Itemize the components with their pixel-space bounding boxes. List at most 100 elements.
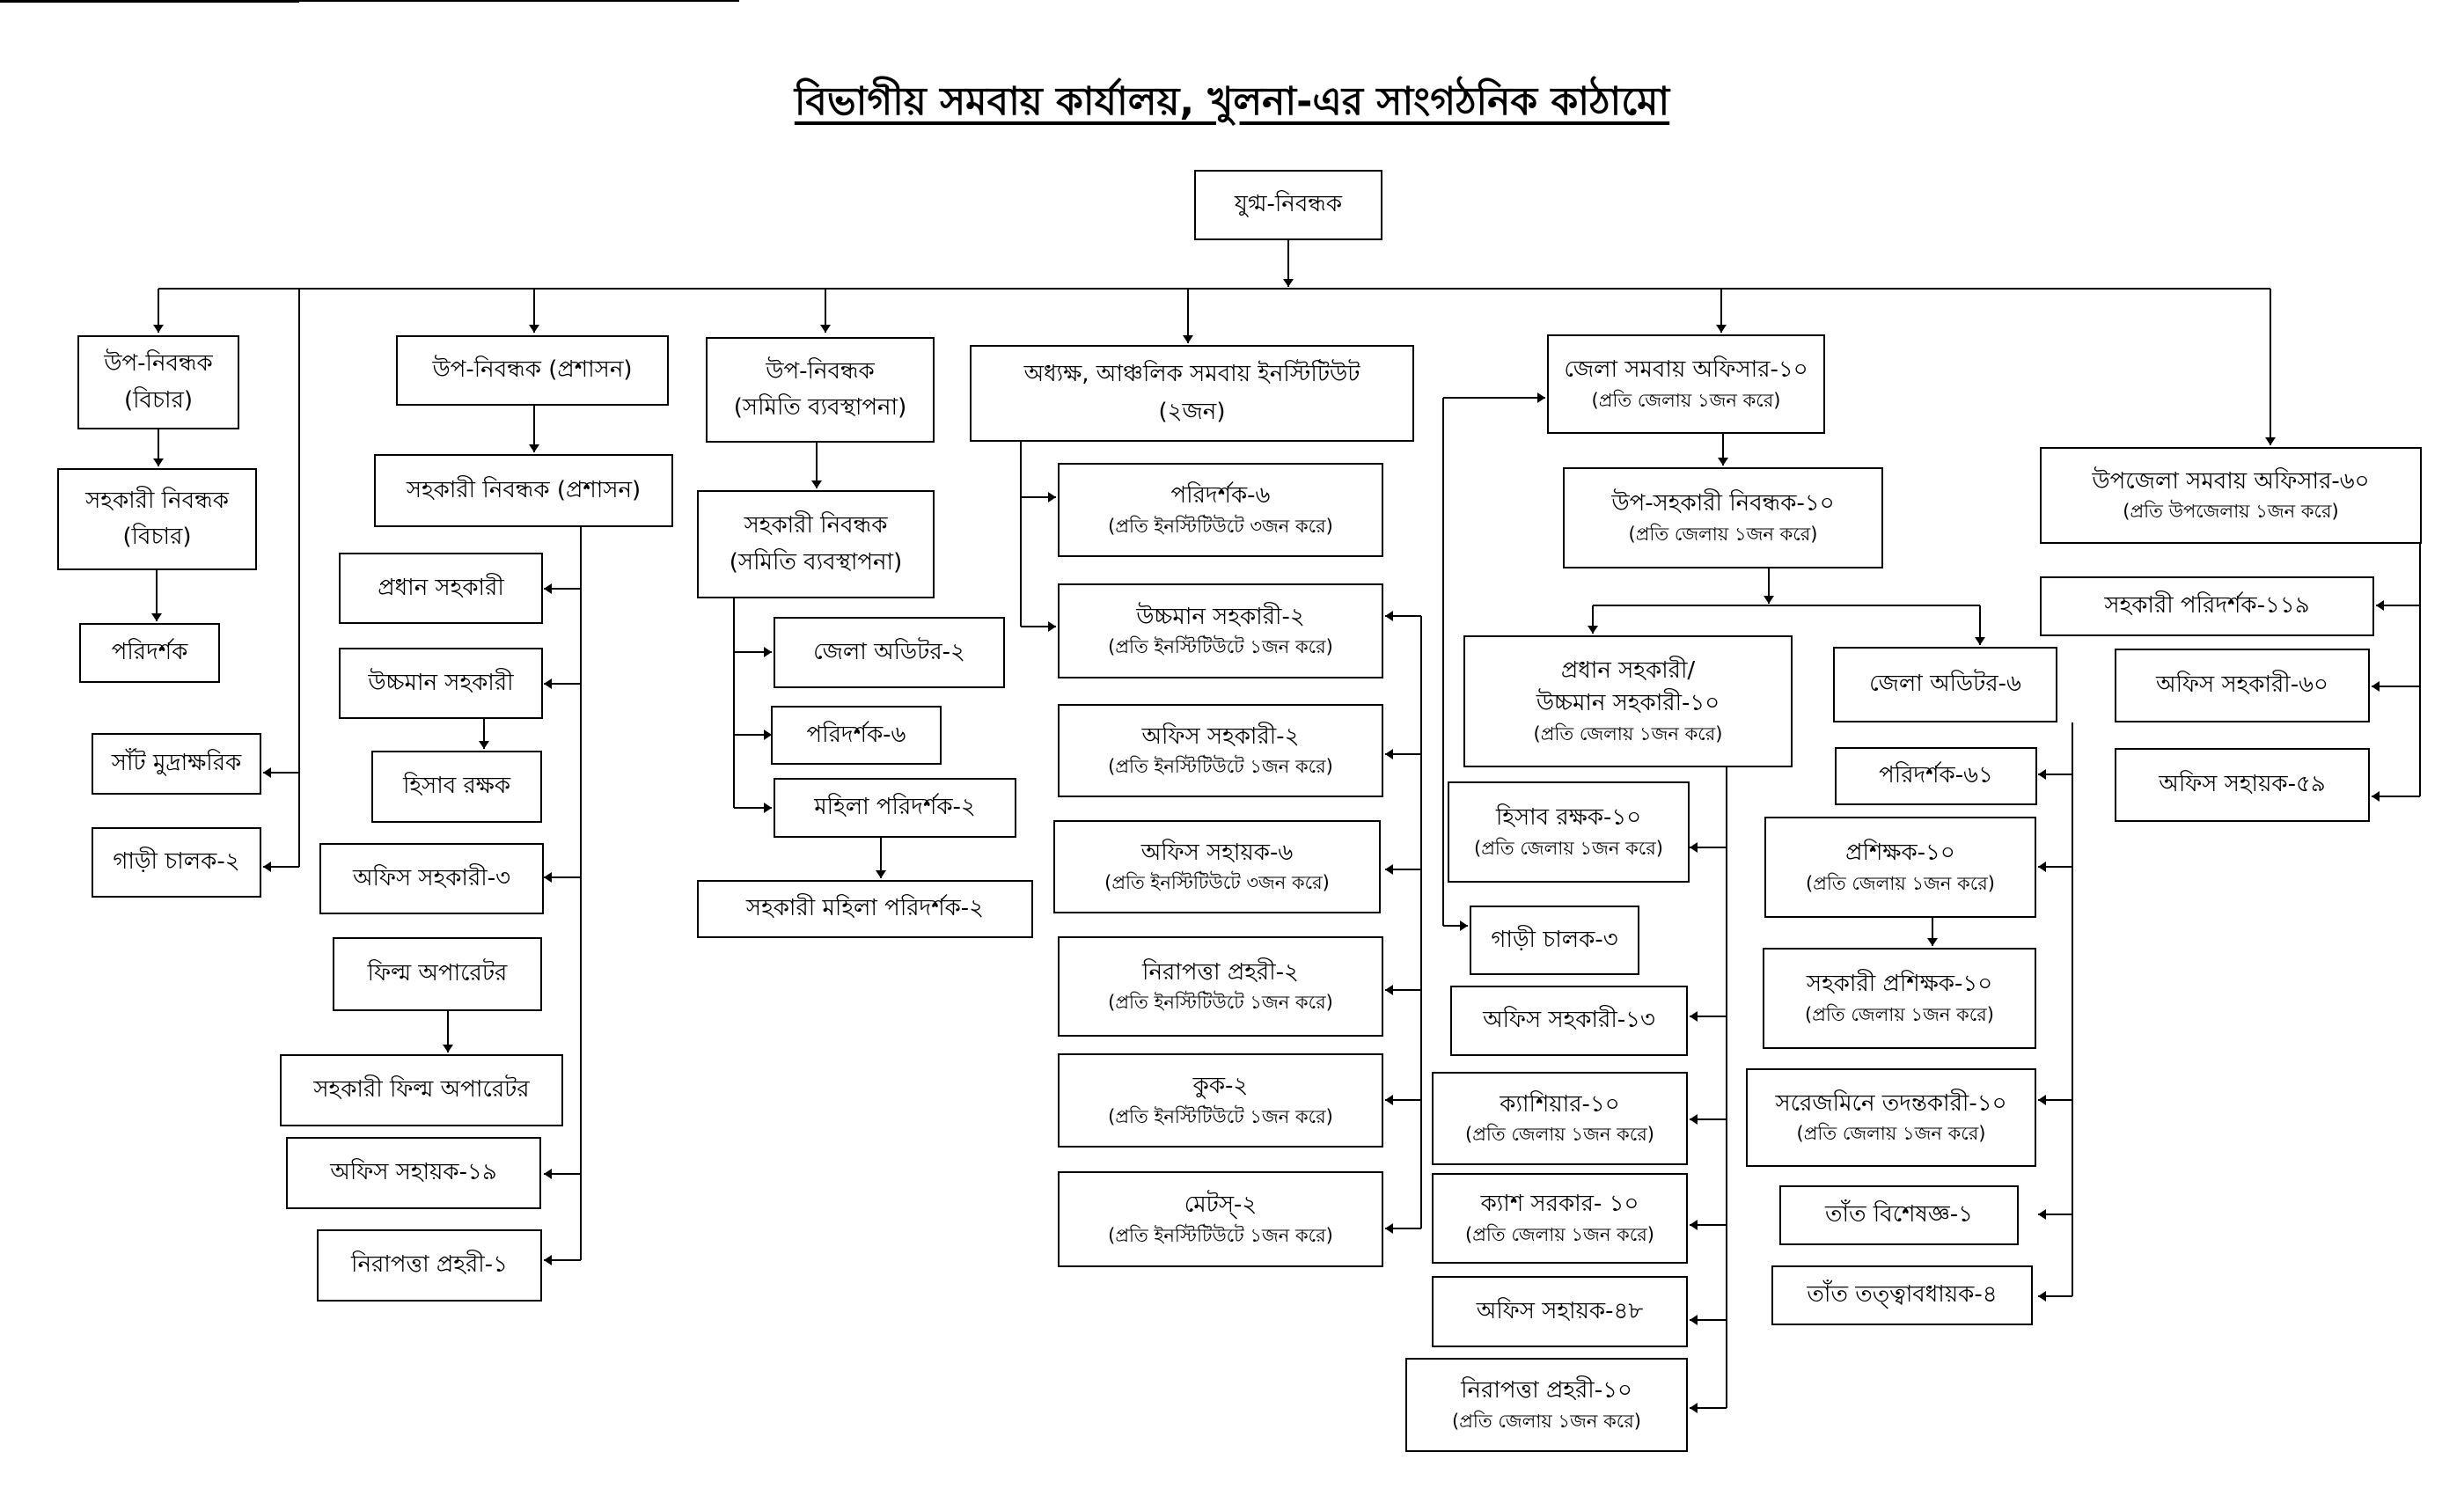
node-deputy-registrar-society: উপ-নিবন্ধক (সমিতি ব্যবস্থাপনা) bbox=[706, 337, 935, 443]
arrow-head bbox=[529, 325, 539, 333]
node-label: হিসাব রক্ষক-১০ bbox=[1495, 804, 1642, 832]
node-label: অফিস সহায়ক-৫৯ bbox=[2159, 771, 2326, 798]
node-label: সহকারী নিবন্ধক (প্রশাসন) bbox=[406, 476, 642, 503]
node-sublabel: (প্রতি ইনস্টিটিউটে ১জন করে) bbox=[1108, 756, 1333, 777]
top-edge-line bbox=[0, 0, 299, 3]
arrow-head bbox=[2038, 1291, 2046, 1302]
arrow-head bbox=[1385, 749, 1393, 759]
node-institute-security-guard: নিরাপত্তা প্রহরী-২ (প্রতি ইনস্টিটিউটে ১জ… bbox=[1058, 936, 1383, 1037]
node-principal-institute: অধ্যক্ষ, আঞ্চলিক সমবায় ইনস্টিটিউট (২জন) bbox=[970, 345, 1414, 442]
arrow-head bbox=[1385, 985, 1393, 995]
arrow-head bbox=[764, 647, 772, 657]
node-field-investigator-10: সরেজমিনে তদন্তকারী-১০ (প্রতি জেলায় ১জন … bbox=[1746, 1068, 2036, 1167]
node-loom-supervisor-4: তাঁত তত্ত্বাবধায়ক-৪ bbox=[1771, 1265, 2033, 1325]
node-sublabel: (প্রতি ইনস্টিটিউটে ১জন করে) bbox=[1108, 1105, 1333, 1127]
node-trainer-10: প্রশিক্ষক-১০ (প্রতি জেলায় ১জন করে) bbox=[1764, 817, 2036, 918]
node-sublabel: (প্রতি জেলায় ১জন করে) bbox=[1474, 837, 1663, 859]
node-label: তাঁত তত্ত্বাবধায়ক-৪ bbox=[1807, 1281, 1998, 1309]
node-label: সহকারী প্রশিক্ষক-১০ bbox=[1806, 971, 1993, 998]
node-label: জেলা সমবায় অফিসার-১০ bbox=[1564, 356, 1808, 384]
node-label: জেলা অডিটর-৬ bbox=[1869, 671, 2021, 698]
node-institute-upper-division-assistant: উচ্চমান সহকারী-২ (প্রতি ইনস্টিটিউটে ১জন … bbox=[1058, 583, 1383, 678]
node-sublabel: (প্রতি জেলায় ১জন করে) bbox=[1465, 1223, 1654, 1245]
node-head-assistant-10: প্রধান সহকারী/ উচ্চমান সহকারী-১০ (প্রতি … bbox=[1463, 635, 1793, 767]
arrow-head bbox=[764, 803, 772, 813]
node-sublabel: (প্রতি জেলায় ১জন করে) bbox=[1628, 523, 1818, 545]
node-institute-office-assistant: অফিস সহকারী-২ (প্রতি ইনস্টিটিউটে ১জন করে… bbox=[1058, 704, 1383, 797]
arrow-head bbox=[1183, 335, 1193, 343]
node-assistant-registrar-admin: সহকারী নিবন্ধক (প্রশাসন) bbox=[374, 454, 673, 527]
node-office-assistant-3: অফিস সহকারী-৩ bbox=[319, 843, 544, 914]
node-driver-3: গাড়ী চালক-৩ bbox=[1470, 906, 1639, 975]
arrow-head bbox=[811, 480, 822, 488]
node-sublabel: (প্রতি উপজেলায় ১জন করে) bbox=[2123, 501, 2339, 522]
node-label: (সমিতি ব্যবস্থাপনা) bbox=[733, 394, 907, 421]
arrow-head bbox=[544, 872, 552, 883]
node-sublabel: (প্রতি ইনস্টিটিউটে ১জন করে) bbox=[1108, 636, 1333, 657]
node-label: উচ্চমান সহকারী bbox=[368, 669, 514, 696]
chart-title: বিভাগীয় সমবায় কার্যালয়, খুলনা-এর সাংগ… bbox=[794, 79, 1670, 124]
node-label: অফিস সহায়ক-৬ bbox=[1140, 839, 1294, 866]
arrow-head bbox=[263, 767, 271, 778]
arrow-head bbox=[2038, 862, 2046, 872]
node-accountant: হিসাব রক্ষক bbox=[371, 751, 542, 823]
node-inspector-6: পরিদর্শক-৬ bbox=[771, 706, 942, 765]
node-label: প্রধান সহকারী/ bbox=[1560, 657, 1696, 685]
arrow-head bbox=[2038, 1095, 2046, 1105]
arrow-head bbox=[764, 730, 772, 740]
node-sublabel: (প্রতি জেলায় ১জন করে) bbox=[1806, 872, 1995, 894]
node-label: সহকারী পরিদর্শক-১১৯ bbox=[2104, 592, 2310, 620]
node-loom-expert-1: তাঁত বিশেষজ্ঞ-১ bbox=[1779, 1185, 2019, 1245]
arrow-head bbox=[2038, 769, 2046, 780]
node-label: মেটস্-২ bbox=[1184, 1192, 1258, 1219]
node-label: পরিদর্শক-৬১ bbox=[1879, 762, 1993, 789]
node-sublabel: (প্রতি ইনস্টিটিউটে ১জন করে) bbox=[1108, 992, 1333, 1013]
node-label: অফিস সহকারী-১৩ bbox=[1483, 1007, 1655, 1034]
node-label: অফিস সহকারী-৩ bbox=[353, 864, 510, 891]
arrow-head bbox=[544, 1255, 552, 1265]
node-female-inspector-2: মহিলা পরিদর্শক-২ bbox=[774, 778, 1016, 838]
node-label: (বিচার) bbox=[122, 524, 192, 550]
node-label: প্রধান সহকারী bbox=[378, 574, 504, 601]
node-assistant-registrar-society: সহকারী নিবন্ধক (সমিতি ব্যবস্থাপনা) bbox=[697, 490, 935, 598]
node-accountant-10: হিসাব রক্ষক-১০ (প্রতি জেলায় ১জন করে) bbox=[1448, 781, 1690, 883]
node-institute-mess: মেটস্-২ (প্রতি ইনস্টিটিউটে ১জন করে) bbox=[1058, 1171, 1383, 1267]
node-cashier-10: ক্যাশিয়ার-১০ (প্রতি জেলায় ১জন করে) bbox=[1432, 1072, 1688, 1165]
arrow-head bbox=[1690, 1403, 1698, 1413]
node-deputy-registrar-judicial: উপ-নিবন্ধক (বিচার) bbox=[77, 335, 239, 429]
node-label: উচ্চমান সহকারী-২ bbox=[1136, 603, 1305, 630]
arrow-head bbox=[1537, 392, 1545, 403]
node-sublabel: (প্রতি জেলায় ১জন করে) bbox=[1796, 1123, 1986, 1144]
node-label: উপ-নিবন্ধক bbox=[766, 357, 875, 385]
node-office-helper-19: অফিস সহায়ক-১৯ bbox=[286, 1137, 541, 1209]
node-label: উচ্চমান সহকারী-১০ bbox=[1536, 690, 1720, 717]
node-district-cooperative-officer: জেলা সমবায় অফিসার-১০ (প্রতি জেলায় ১জন … bbox=[1547, 334, 1825, 434]
arrow-head bbox=[2038, 1209, 2046, 1220]
node-assistant-trainer-10: সহকারী প্রশিক্ষক-১০ (প্রতি জেলায় ১জন কর… bbox=[1763, 948, 2036, 1049]
arrow-head bbox=[820, 325, 831, 333]
arrow-head bbox=[1690, 1220, 1698, 1230]
node-sublabel: (প্রতি জেলায় ১জন করে) bbox=[1805, 1003, 1994, 1025]
node-head-assistant: প্রধান সহকারী bbox=[339, 553, 543, 624]
arrow-head bbox=[1385, 1223, 1393, 1234]
node-cash-sarkar-10: ক্যাশ সরকার- ১০ (প্রতি জেলায় ১জন করে) bbox=[1432, 1173, 1688, 1264]
arrow-head bbox=[1385, 611, 1393, 621]
arrow-head bbox=[2372, 681, 2380, 692]
node-security-guard-10: নিরাপত্তা প্রহরী-১০ (প্রতি জেলায় ১জন কর… bbox=[1405, 1358, 1688, 1452]
node-label: উপ-সহকারী নিবন্ধক-১০ bbox=[1611, 490, 1835, 517]
arrow-head bbox=[2376, 600, 2384, 611]
arrow-head bbox=[1927, 938, 1938, 946]
node-inspector-judicial: পরিদর্শক bbox=[79, 623, 220, 683]
node-assistant-female-inspector-2: সহকারী মহিলা পরিদর্শক-২ bbox=[697, 880, 1033, 938]
arrow-head bbox=[529, 444, 539, 452]
node-security-guard-1: নিরাপত্তা প্রহরী-১ bbox=[317, 1229, 542, 1302]
arrow-head bbox=[2372, 791, 2380, 802]
node-office-helper-59: অফিস সহায়ক-৫৯ bbox=[2115, 748, 2370, 822]
node-deputy-assistant-registrar: উপ-সহকারী নিবন্ধক-১০ (প্রতি জেলায় ১জন ক… bbox=[1563, 467, 1883, 568]
arrow-head bbox=[1460, 920, 1468, 931]
node-label: নিরাপত্তা প্রহরী-১ bbox=[351, 1251, 508, 1279]
node-institute-office-helper: অফিস সহায়ক-৬ (প্রতি ইনস্টিটিউটে ৩জন করে… bbox=[1053, 820, 1381, 913]
arrow-head bbox=[1690, 1011, 1698, 1022]
node-label: (বিচার) bbox=[123, 386, 194, 414]
